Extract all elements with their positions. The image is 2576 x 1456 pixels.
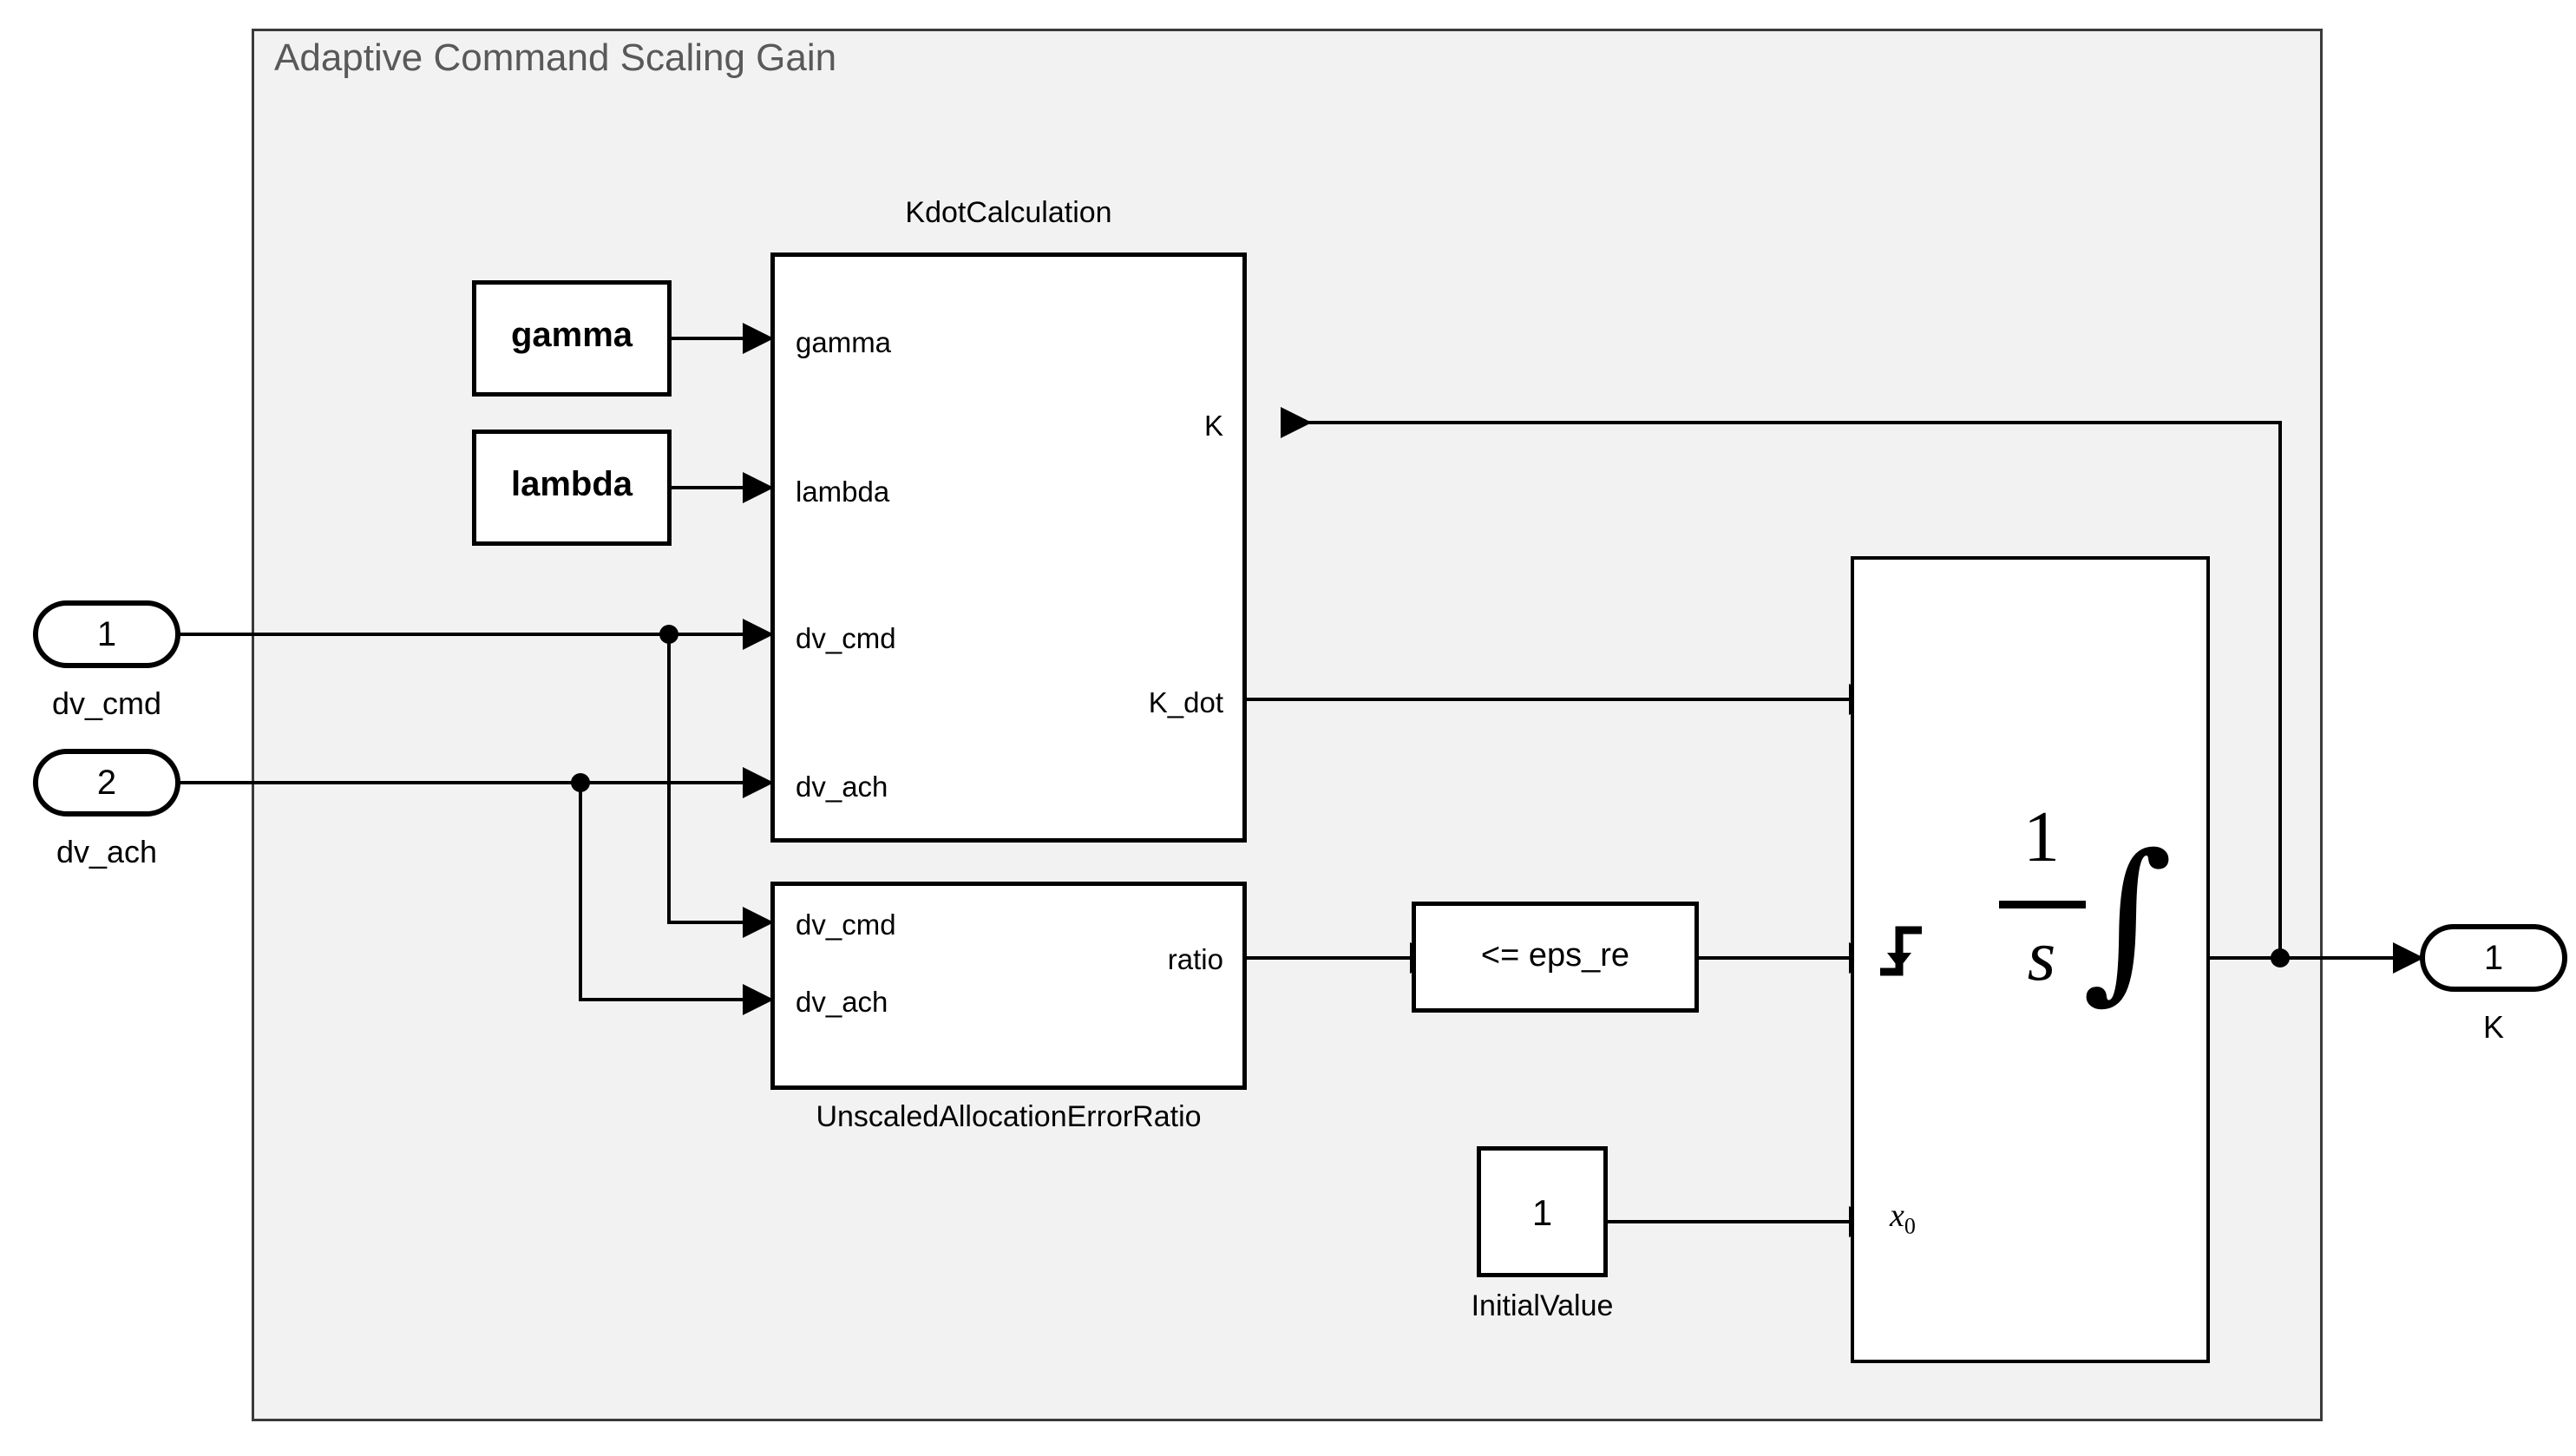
output-port-1-number: 1 xyxy=(2483,938,2504,977)
input-port-2[interactable]: 2 xyxy=(33,749,180,817)
integrator-block[interactable] xyxy=(1851,556,2210,1363)
gamma-constant-block[interactable]: gamma xyxy=(472,280,672,397)
input-port-1-number: 1 xyxy=(96,614,117,653)
input-port-2-number: 2 xyxy=(96,763,117,802)
lambda-constant-value: lambda xyxy=(510,465,633,503)
integral-sign-icon: ∫ xyxy=(2082,817,2173,1020)
kdot-input-gamma-label: gamma xyxy=(796,326,892,358)
integrator-x0-subscript: 0 xyxy=(1904,1213,1916,1239)
kdot-input-lambda-label: lambda xyxy=(796,475,890,508)
initial-value-number: 1 xyxy=(1531,1192,1553,1233)
output-port-1[interactable]: 1 xyxy=(2420,924,2567,992)
integrator-denominator: s xyxy=(2027,915,2056,996)
gamma-constant-value: gamma xyxy=(510,316,633,354)
integrator-numerator: 1 xyxy=(2023,797,2060,877)
unscaled-allocation-error-ratio-block[interactable]: dv_cmd dv_ach ratio xyxy=(770,882,1247,1090)
input-port-1-label: dv_cmd xyxy=(51,685,162,721)
integrator-fraction-bar xyxy=(1999,901,2086,908)
output-port-1-label: K xyxy=(2482,1009,2504,1045)
step-reset-icon xyxy=(1880,926,1922,976)
lambda-constant-block[interactable]: lambda xyxy=(472,430,672,546)
compare-expression: <= eps_re xyxy=(1480,937,1630,974)
kdot-output-k-dot-label: K_dot xyxy=(1148,686,1223,718)
compare-to-constant-block[interactable]: <= eps_re xyxy=(1412,902,1699,1013)
integrator-transfer-function: 1 s ∫ xyxy=(1996,798,2221,1050)
input-port-2-label: dv_ach xyxy=(56,834,158,869)
ratio-output-label: ratio xyxy=(1167,943,1223,975)
integrator-x0-base: x xyxy=(1890,1197,1904,1234)
input-port-1[interactable]: 1 xyxy=(33,600,180,668)
kdot-output-k-label: K xyxy=(1203,410,1223,442)
ratio-input-dv-ach-label: dv_ach xyxy=(796,986,888,1018)
subsystem-title: Adaptive Command Scaling Gain xyxy=(274,36,837,79)
integrator-x0-port-label: x0 xyxy=(1890,1197,1916,1240)
kdot-block-caption: KdotCalculation xyxy=(905,196,1112,229)
initial-value-caption: InitialValue xyxy=(1471,1289,1614,1322)
initial-value-block[interactable]: 1 xyxy=(1477,1146,1608,1277)
kdot-input-dv-ach-label: dv_ach xyxy=(796,771,888,803)
kdot-calculation-block[interactable]: gamma lambda dv_cmd dv_ach K K_dot xyxy=(770,253,1247,843)
kdot-input-dv-cmd-label: dv_cmd xyxy=(796,622,896,654)
ratio-input-dv-cmd-label: dv_cmd xyxy=(796,908,896,941)
ratio-block-caption: UnscaledAllocationErrorRatio xyxy=(816,1100,1202,1133)
